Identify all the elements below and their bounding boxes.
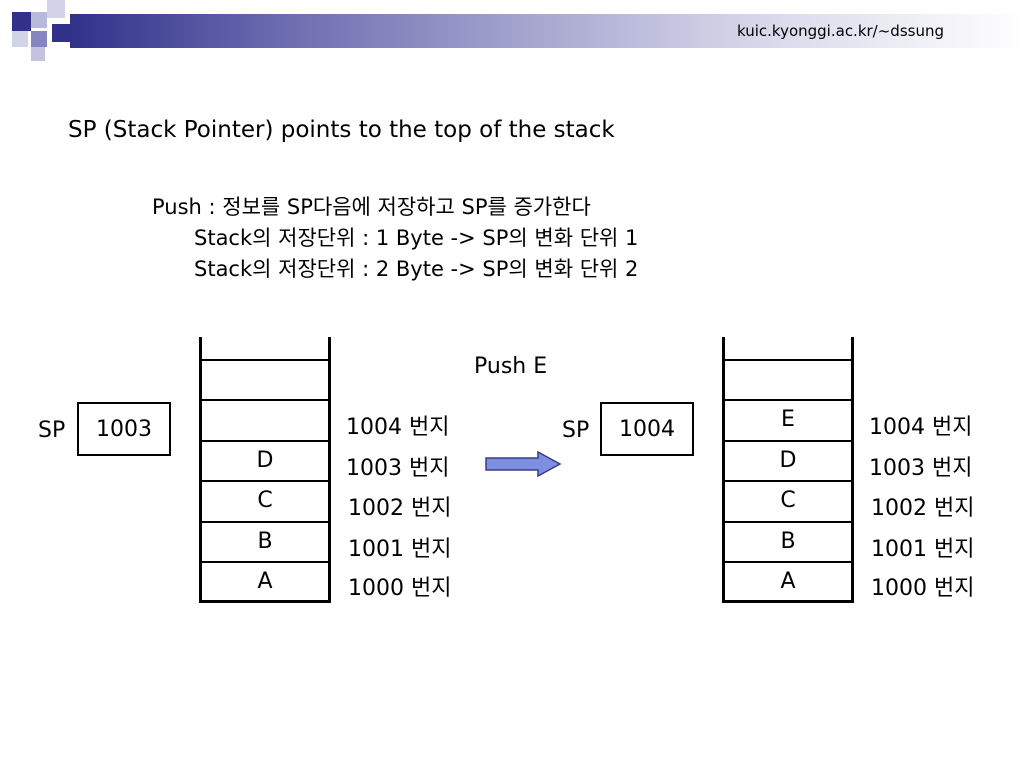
right-arrow-icon	[485, 450, 562, 478]
header-square-decoration	[31, 47, 45, 61]
header-square-decoration	[12, 12, 31, 31]
stack-cell-1003: D	[256, 447, 274, 473]
unit-1-description: Stack의 저장단위 : 1 Byte -> SP의 변화 단위 1	[194, 226, 639, 250]
sp-register-before: 1003	[77, 402, 171, 456]
stack-rail	[199, 337, 202, 603]
stack-cell-1004: E	[781, 406, 795, 432]
stack-divider	[722, 561, 854, 563]
address-label: 1001 번지	[348, 537, 452, 562]
stack-after: E D C B A	[722, 337, 854, 603]
stack-cell-1002: C	[257, 487, 273, 513]
stack-divider	[722, 440, 854, 442]
address-label: 1004 번지	[869, 415, 973, 440]
stack-cell-1000: A	[257, 568, 273, 594]
sp-value-before: 1003	[96, 416, 152, 442]
stack-rail	[851, 337, 854, 603]
stack-cell-1002: C	[780, 487, 796, 513]
stack-divider	[199, 399, 331, 401]
source-url: kuic.kyonggi.ac.kr/~dssung	[737, 22, 944, 40]
sp-register-after: 1004	[600, 402, 694, 456]
address-label: 1004 번지	[346, 415, 450, 440]
address-label: 1000 번지	[348, 576, 452, 601]
stack-divider	[199, 521, 331, 523]
stack-cell-1000: A	[780, 568, 796, 594]
stack-divider	[722, 359, 854, 361]
address-label: 1000 번지	[871, 576, 975, 601]
stack-divider	[722, 480, 854, 482]
header-square-decoration	[12, 31, 28, 47]
address-label: 1003 번지	[346, 456, 450, 481]
header-square-decoration	[31, 31, 47, 47]
stack-cell-1001: B	[257, 528, 273, 554]
stack-divider	[199, 480, 331, 482]
stack-rail	[722, 337, 725, 603]
stack-cell-1003: D	[779, 447, 797, 473]
address-label: 1002 번지	[348, 496, 452, 521]
stack-divider	[199, 359, 331, 361]
sp-value-after: 1004	[619, 416, 675, 442]
stack-divider	[199, 440, 331, 442]
header-gradient-band	[70, 14, 1024, 48]
address-label: 1002 번지	[871, 496, 975, 521]
stack-bottom	[199, 600, 331, 603]
stack-cell-1001: B	[780, 528, 796, 554]
header-square-decoration	[47, 0, 65, 18]
address-label: 1003 번지	[869, 456, 973, 481]
stack-divider	[199, 561, 331, 563]
header-square-decoration	[31, 12, 47, 28]
operation-label: Push E	[474, 354, 548, 379]
stack-cell-1004	[202, 401, 328, 437]
unit-2-description: Stack의 저장단위 : 2 Byte -> SP의 변화 단위 2	[194, 257, 639, 281]
sp-label-after: SP	[562, 418, 590, 443]
stack-bottom	[722, 600, 854, 603]
sp-label-before: SP	[38, 418, 66, 443]
push-description: Push : 정보를 SP다음에 저장하고 SP를 증가한다	[152, 195, 591, 219]
header-square-decoration	[52, 24, 70, 42]
address-label: 1001 번지	[871, 537, 975, 562]
stack-before: D C B A	[199, 337, 331, 603]
stack-divider	[722, 521, 854, 523]
slide-title: SP (Stack Pointer) points to the top of …	[68, 117, 615, 143]
stack-rail	[328, 337, 331, 603]
stack-divider	[722, 399, 854, 401]
